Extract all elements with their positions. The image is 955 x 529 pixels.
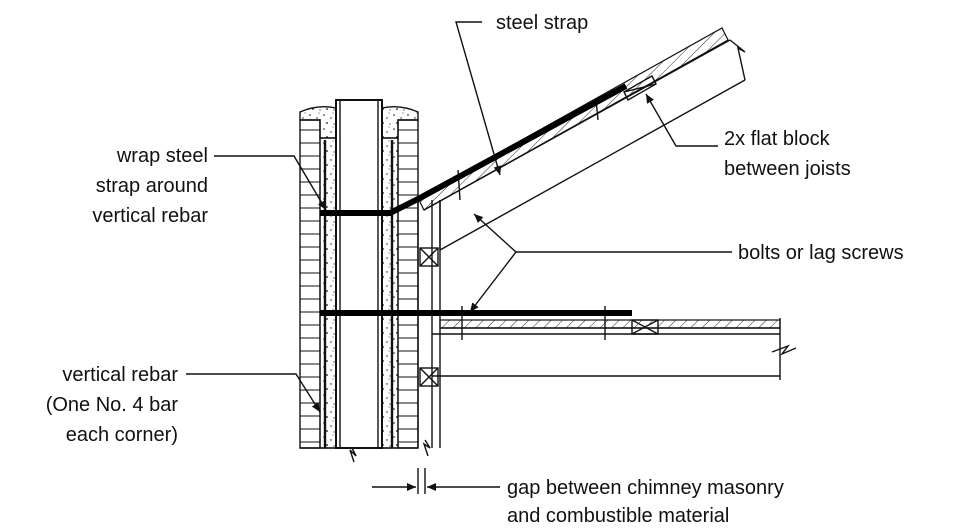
label-wrap-line2: strap around <box>96 175 208 197</box>
leader-rebar <box>186 373 321 413</box>
flue-liner <box>335 99 383 449</box>
left-grout-fill <box>319 137 337 449</box>
framing-wall <box>417 195 441 448</box>
roof-break-mark <box>729 39 746 81</box>
break-mark-left <box>349 447 357 463</box>
left-crown <box>299 105 337 139</box>
label-wrap-line1: wrap steel <box>116 145 208 167</box>
label-rebar-line1: vertical rebar <box>62 364 178 386</box>
label-wrap-line3: vertical rebar <box>92 205 208 227</box>
label-rebar-line2: (One No. 4 bar <box>46 394 179 416</box>
label-steel-strap: steel strap <box>496 12 588 34</box>
leader-flat-block <box>645 93 718 147</box>
label-gap-line1: gap between chimney masonry <box>507 477 784 499</box>
label-flat-block-line2: between joists <box>724 158 851 180</box>
right-crown <box>381 105 419 139</box>
roof-steel-strap <box>320 83 628 216</box>
roof-sheathing <box>417 27 729 211</box>
roof-assembly <box>320 27 746 251</box>
rafter-bottom <box>439 79 746 251</box>
floor-break-mark <box>771 344 797 356</box>
leader-bolts-floor <box>469 251 732 313</box>
leader-wrap <box>214 155 327 211</box>
right-grout-fill <box>381 137 399 449</box>
leader-bolts-roof <box>473 213 517 253</box>
flue-liner-inner <box>339 99 379 449</box>
left-brick-wythe <box>299 119 321 449</box>
label-rebar-line3: each corner) <box>66 424 178 446</box>
floor-assembly <box>320 306 797 380</box>
leaders <box>186 21 732 494</box>
right-brick-wythe <box>397 119 419 449</box>
subfloor <box>439 319 781 329</box>
label-bolts: bolts or lag screws <box>738 242 904 264</box>
chimney <box>299 99 431 463</box>
leader-steel-strap <box>455 21 502 176</box>
label-gap-line2: and combustible material <box>507 505 729 527</box>
label-flat-block-line1: 2x flat block <box>724 128 831 150</box>
break-mark-right <box>422 439 431 457</box>
